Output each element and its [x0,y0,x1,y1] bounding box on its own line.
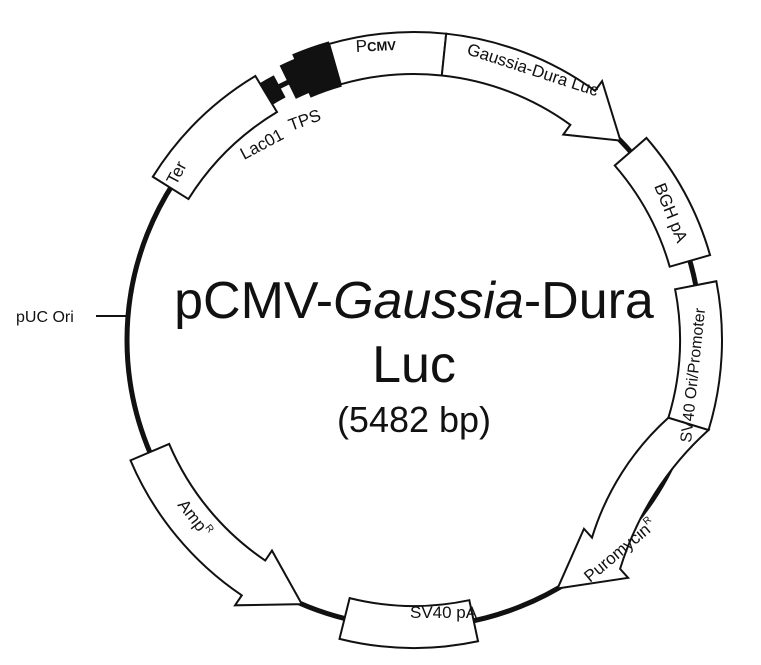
sv40-pa-feature [338,596,480,649]
amp-feature [129,442,304,607]
puromycin-feature [555,416,711,590]
pcmv-label: PCMV [355,35,396,56]
plasmid-size: (5482 bp) [337,399,491,440]
plasmid-name-line2: Luc [372,336,456,394]
ter-feature [151,74,279,201]
gaussia-dura-luc-feature [440,32,622,142]
lac01-block-1 [259,75,286,105]
plasmid-name: pCMV-Gaussia-Dura [174,272,654,330]
puc-ori-label: pUC Ori [16,309,74,326]
sv40-pa-label: SV40 pA [410,603,478,622]
tps-block [292,41,342,98]
bgh-pa-feature [613,136,712,268]
tps-label: TPS [286,106,324,135]
